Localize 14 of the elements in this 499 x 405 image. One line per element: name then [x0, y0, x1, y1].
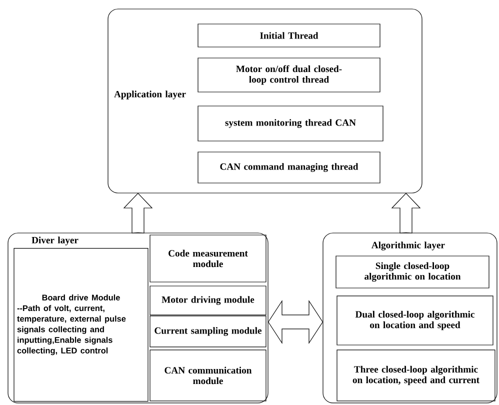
module-box: Board drive Module --Path of volt, current, temperature, external pulse signals collecting and inputting,Enable signals collecting, LED control: [14, 248, 148, 402]
module-box: Code measurement module: [150, 234, 266, 282]
block-arrow: [391, 192, 421, 234]
module-box: Current sampling module: [150, 316, 266, 348]
module-box: Initial Thread: [198, 24, 380, 48]
module-box: CAN command managing thread: [198, 152, 380, 184]
module-box: Dual closed-loop algorithmic on location and speed: [336, 296, 494, 346]
module-box: Motor driving module: [150, 286, 266, 316]
block-arrow: [123, 192, 153, 234]
module-box: system monitoring thread CAN: [198, 106, 384, 142]
module-box: Motor on/off dual closed-loop control thread: [198, 58, 380, 92]
module-box: CAN communication module: [150, 350, 266, 402]
module-box: Single closed-loop algorithmic on location: [336, 256, 490, 288]
module-box: Three closed-loop algorithmic on location, speed and current: [336, 350, 496, 402]
